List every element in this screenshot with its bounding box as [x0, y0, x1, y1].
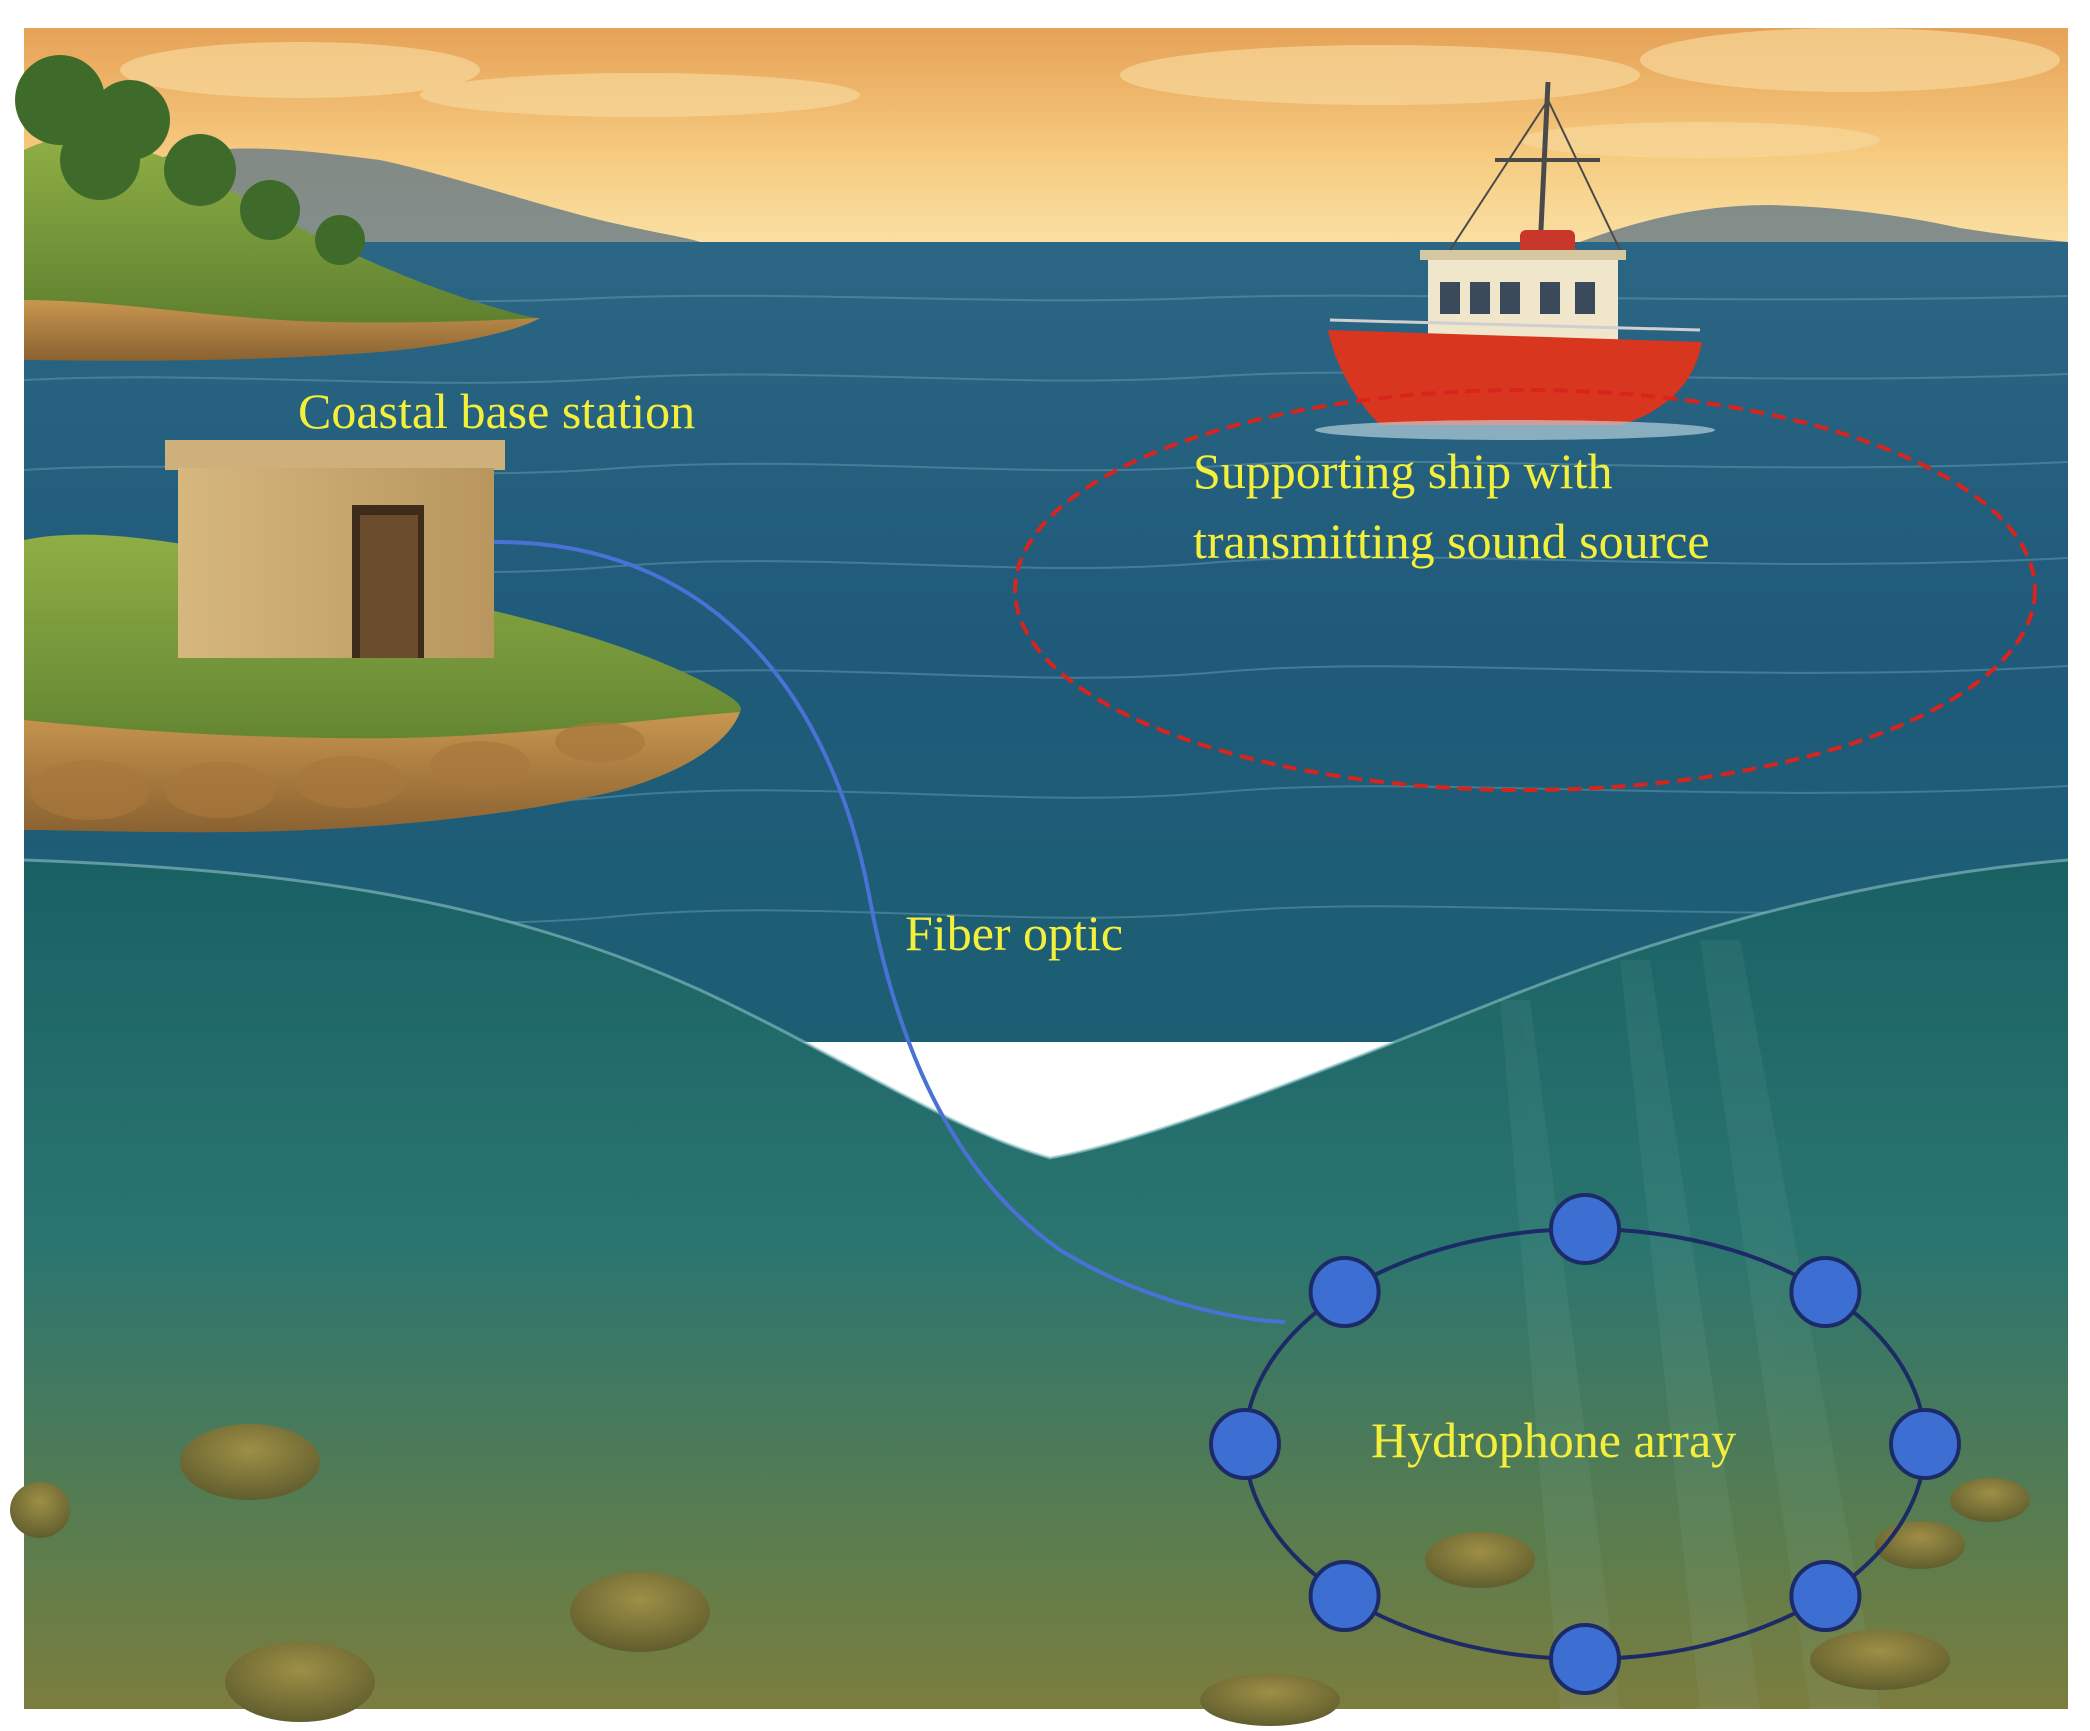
hydrophone-node: [1789, 1560, 1862, 1632]
hydrophone-nodes: [1209, 1193, 1961, 1695]
hydrophone-node: [1789, 1256, 1862, 1328]
ship-label-line1: Supporting ship with: [1193, 443, 1612, 499]
hydrophone-array: [1209, 1193, 1961, 1695]
seabed-mounds: [10, 1424, 2030, 1726]
hydrophone-node: [1308, 1256, 1381, 1328]
hydrophone-node: [1549, 1193, 1621, 1265]
base-station-hut: [165, 440, 505, 658]
hydrophone-node: [1889, 1408, 1961, 1480]
ship-label-line2: transmitting sound source: [1193, 513, 1710, 569]
underwater-body: [24, 860, 2068, 1709]
light-rays: [1500, 940, 1880, 1709]
hydrophone-node: [1549, 1623, 1621, 1695]
hydrophone-node: [1308, 1560, 1381, 1632]
distant-mountains-right: [1580, 205, 2068, 242]
surface-cutaway-edge: [23, 858, 2069, 1160]
supporting-ship: [1315, 81, 1715, 440]
clouds: [120, 28, 2060, 158]
hydrophone-node: [1209, 1408, 1281, 1480]
fiber-optic-cable: [493, 539, 1286, 1324]
sound-source-coverage-ellipse: [1013, 388, 2037, 792]
base-station-label: Coastal base station: [298, 383, 695, 439]
distant-island: [15, 55, 540, 361]
hydrophone-array-label: Hydrophone array: [1371, 1412, 1736, 1468]
fiber-optic-label: Fiber optic: [905, 905, 1123, 961]
